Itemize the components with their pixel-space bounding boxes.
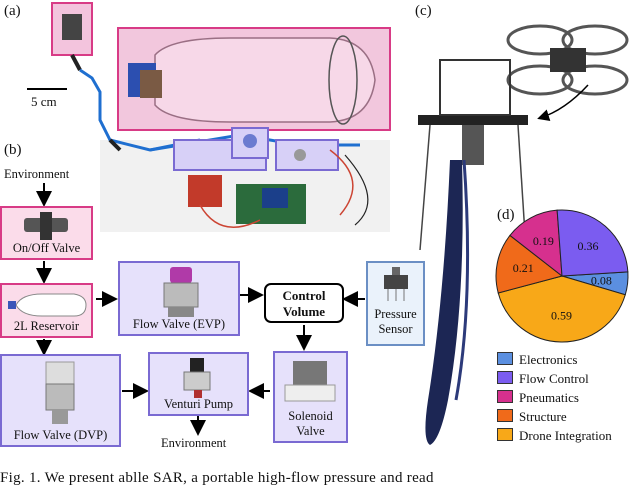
environment-bottom: Environment <box>161 436 227 450</box>
pie-label-structure: 0.21 <box>513 261 534 275</box>
panel-a-label: (a) <box>4 3 21 19</box>
pressure-sensor-line1: Pressure <box>374 307 417 321</box>
panel-c-label: (c) <box>415 3 432 19</box>
reservoir-box: 2L Reservoir <box>0 283 93 338</box>
legend-label: Flow Control <box>519 371 589 386</box>
legend-label: Pneumatics <box>519 390 579 405</box>
legend-item-structure: Structure <box>497 409 567 425</box>
panel-a-photo <box>0 0 400 235</box>
venturi-icon <box>183 358 211 398</box>
venturi-pump-box: Venturi Pump <box>148 352 249 416</box>
pie-label-pneumatics: 0.19 <box>533 234 554 248</box>
solenoid-icon <box>284 361 336 402</box>
pressure-sensor-box: Pressure Sensor <box>366 261 425 346</box>
evp-valve-icon <box>163 267 199 317</box>
control-volume-line2: Volume <box>282 304 326 319</box>
sensor-icon <box>384 267 408 301</box>
valve-icon <box>24 212 68 240</box>
scale-bar-label: 5 cm <box>31 94 57 109</box>
flow-valve-dvp-box: Flow Valve (DVP) <box>0 354 121 447</box>
bottle-icon <box>8 293 87 317</box>
legend-label: Electronics <box>519 352 578 367</box>
dvp-valve-icon <box>45 361 75 424</box>
legend-item-pneumatics: Pneumatics <box>497 390 579 406</box>
legend-label: Drone Integration <box>519 428 612 443</box>
venturi-pump-label: Venturi Pump <box>163 397 234 411</box>
panel-d-label: (d) <box>497 207 515 223</box>
legend-label: Structure <box>519 409 567 424</box>
flow-valve-dvp-label: Flow Valve (DVP) <box>13 428 108 442</box>
legend-item-electronics: Electronics <box>497 352 577 368</box>
panel-c-photo <box>400 0 640 482</box>
legend-swatch <box>497 352 513 365</box>
apparatus-illustration <box>27 2 391 232</box>
legend-item-flow-control: Flow Control <box>497 371 589 387</box>
legend-swatch <box>497 428 513 441</box>
solenoid-line1: Solenoid <box>288 409 333 423</box>
figure-caption: Fig. 1. We present ablle SAR, a portable… <box>0 470 434 486</box>
pie-slice-flow-control <box>556 209 629 277</box>
legend-swatch <box>497 390 513 403</box>
pie-label-electronics: 0.08 <box>591 273 612 287</box>
drone-robot-illustration <box>418 24 629 445</box>
flow-valve-evp-box: Flow Valve (EVP) <box>118 261 240 336</box>
pie-slice-pneumatics <box>509 209 563 278</box>
reservoir-label: 2L Reservoir <box>13 319 80 333</box>
solenoid-valve-box: Solenoid Valve <box>273 351 348 443</box>
control-volume-box: Control Volume <box>264 283 344 323</box>
legend-swatch <box>497 409 513 422</box>
pie-label-flow-control: 0.36 <box>578 239 599 253</box>
flow-valve-evp-label: Flow Valve (EVP) <box>132 317 226 331</box>
control-volume-line1: Control <box>282 288 326 303</box>
solenoid-line2: Valve <box>296 424 325 438</box>
pie-slice-drone-integration <box>497 275 626 343</box>
pie-chart: 0.08 0.59 0.21 0.19 0.36 <box>495 209 629 343</box>
legend-swatch <box>497 371 513 384</box>
pie-label-drone-integration: 0.59 <box>551 309 572 323</box>
legend-item-drone-integration: Drone Integration <box>497 428 612 444</box>
panel-b-label: (b) <box>4 142 22 158</box>
pie-slice-structure <box>495 234 564 294</box>
on-off-valve-label: On/Off Valve <box>12 241 81 255</box>
on-off-valve-box: On/Off Valve <box>0 206 93 260</box>
environment-top: Environment <box>4 167 70 181</box>
pressure-sensor-line2: Sensor <box>378 322 413 336</box>
